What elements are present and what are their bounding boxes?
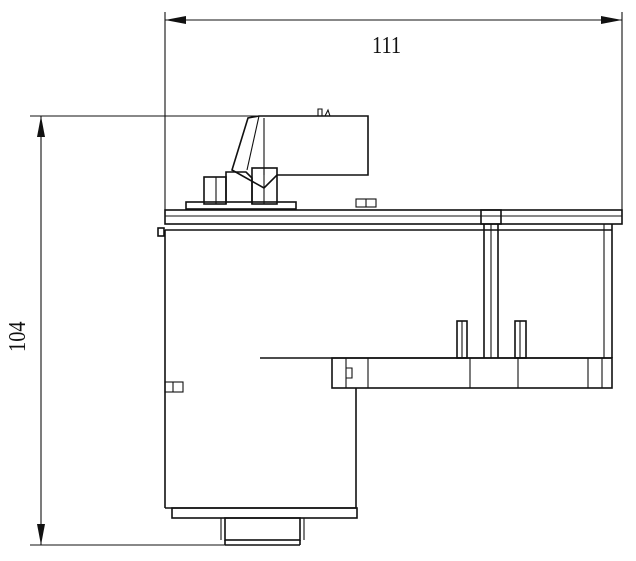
top-cap-base xyxy=(185,201,297,210)
height-dimension-label: 104 xyxy=(5,321,31,352)
bracket xyxy=(260,357,613,389)
connector-housing xyxy=(185,108,377,210)
connector-latch-2 xyxy=(324,108,331,117)
connector-pin-block-2 xyxy=(225,171,253,204)
connector-pin-block-1 xyxy=(203,176,227,205)
width-arrow-right xyxy=(601,16,622,24)
top-plate xyxy=(157,209,623,237)
shaft xyxy=(480,209,502,358)
bottom-base xyxy=(165,507,358,546)
top-plate-outline xyxy=(164,209,623,225)
height-arrow-bottom xyxy=(37,524,45,545)
main-body xyxy=(164,224,613,508)
base-plate xyxy=(171,507,358,519)
connector-latch xyxy=(317,108,323,116)
shaft-head xyxy=(480,209,502,225)
top-plate-lip xyxy=(157,227,165,237)
base-foot xyxy=(224,517,301,541)
width-dimension-label: 111 xyxy=(372,33,402,59)
bracket-notch xyxy=(346,367,353,379)
side-clip xyxy=(164,381,184,393)
width-arrow-left xyxy=(165,16,186,24)
width-dimension xyxy=(164,12,623,215)
connector-edge xyxy=(246,115,260,171)
connector-body xyxy=(231,115,369,189)
height-dimension xyxy=(30,115,260,546)
height-arrow-top xyxy=(37,116,45,137)
bracket-body xyxy=(331,357,613,389)
